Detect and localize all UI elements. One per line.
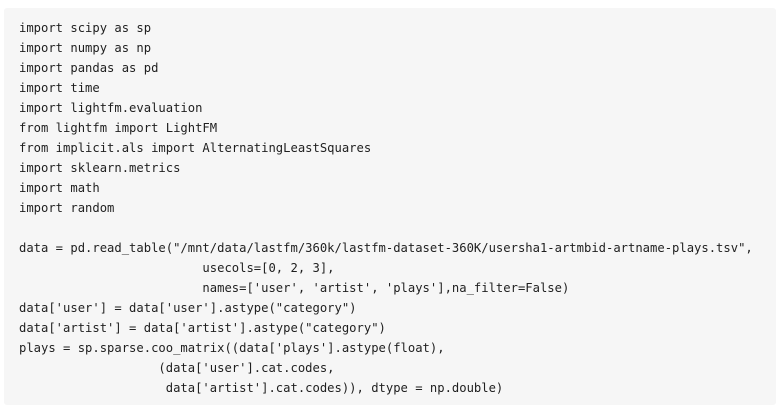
code-line: usecols=[0, 2, 3],: [19, 261, 335, 275]
code-line: data['user'] = data['user'].astype("cate…: [19, 301, 357, 315]
code-line: import scipy as sp: [19, 21, 152, 35]
code-line: import pandas as pd: [19, 61, 159, 75]
code-block: import scipy as sp import numpy as np im…: [4, 8, 776, 405]
code-line-blank: [19, 218, 776, 238]
code-line: import sklearn.metrics: [19, 161, 181, 175]
code-line: plays = sp.sparse.coo_matrix((data['play…: [19, 341, 445, 355]
code-line: import random: [19, 201, 115, 215]
code-line: import numpy as np: [19, 41, 152, 55]
code-line: import lightfm.evaluation: [19, 101, 203, 115]
code-line: from implicit.als import AlternatingLeas…: [19, 141, 372, 155]
code-line: data['artist'] = data['artist'].astype("…: [19, 321, 386, 335]
code-line: (data['user'].cat.codes,: [19, 361, 335, 375]
code-line: data['artist'].cat.codes)), dtype = np.d…: [19, 381, 504, 395]
code-line: data = pd.read_table("/mnt/data/lastfm/3…: [19, 241, 753, 255]
code-line: names=['user', 'artist', 'plays'],na_fil…: [19, 281, 570, 295]
code-line: import time: [19, 81, 100, 95]
code-line: from lightfm import LightFM: [19, 121, 218, 135]
code-line: import math: [19, 181, 100, 195]
